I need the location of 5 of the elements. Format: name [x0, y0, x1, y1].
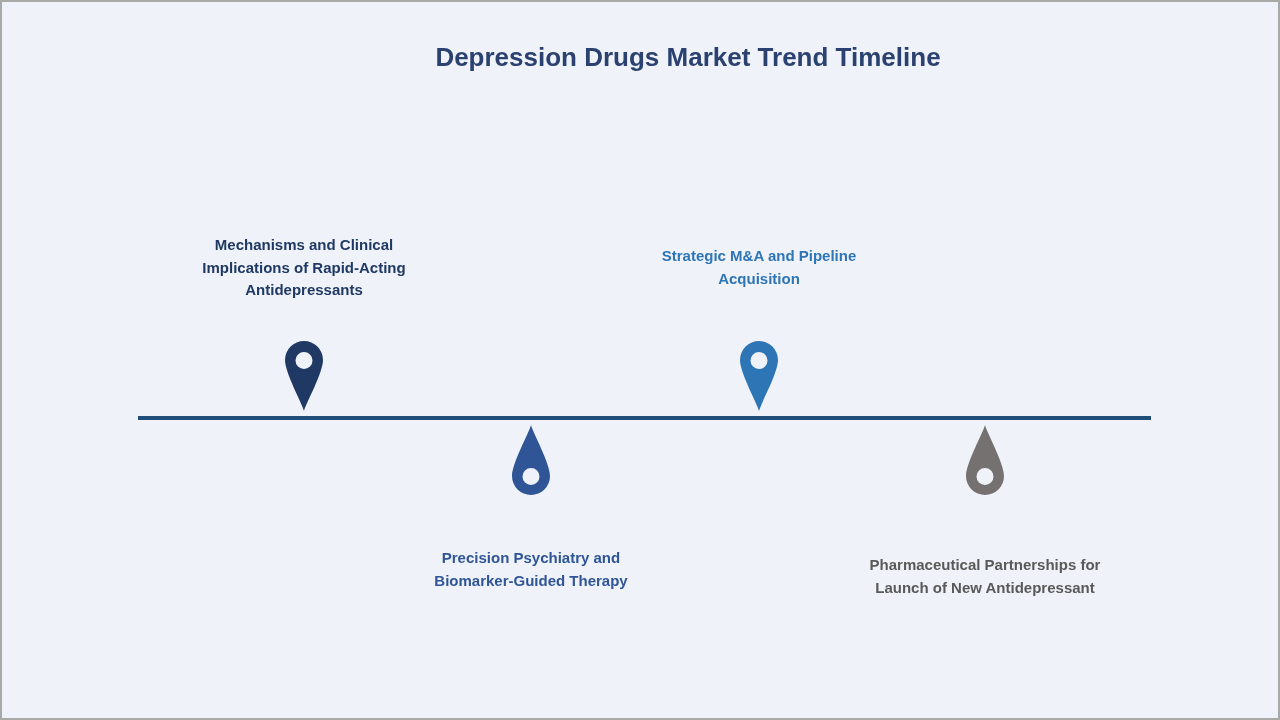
- milestone-label: Mechanisms and Clinical Implications of Rapid-Acting Antidepressants: [201, 235, 407, 300]
- milestone-label: Strategic M&A and Pipeline Acquisition: [660, 246, 858, 289]
- diagram-title: Depression Drugs Market Trend Timeline: [434, 42, 942, 73]
- milestone-label: Pharmaceutical Partnerships for Launch of New Antidepressant: [868, 555, 1102, 598]
- milestone-label: Precision Psychiatry and Biomarker-Guided Therapy: [433, 548, 629, 591]
